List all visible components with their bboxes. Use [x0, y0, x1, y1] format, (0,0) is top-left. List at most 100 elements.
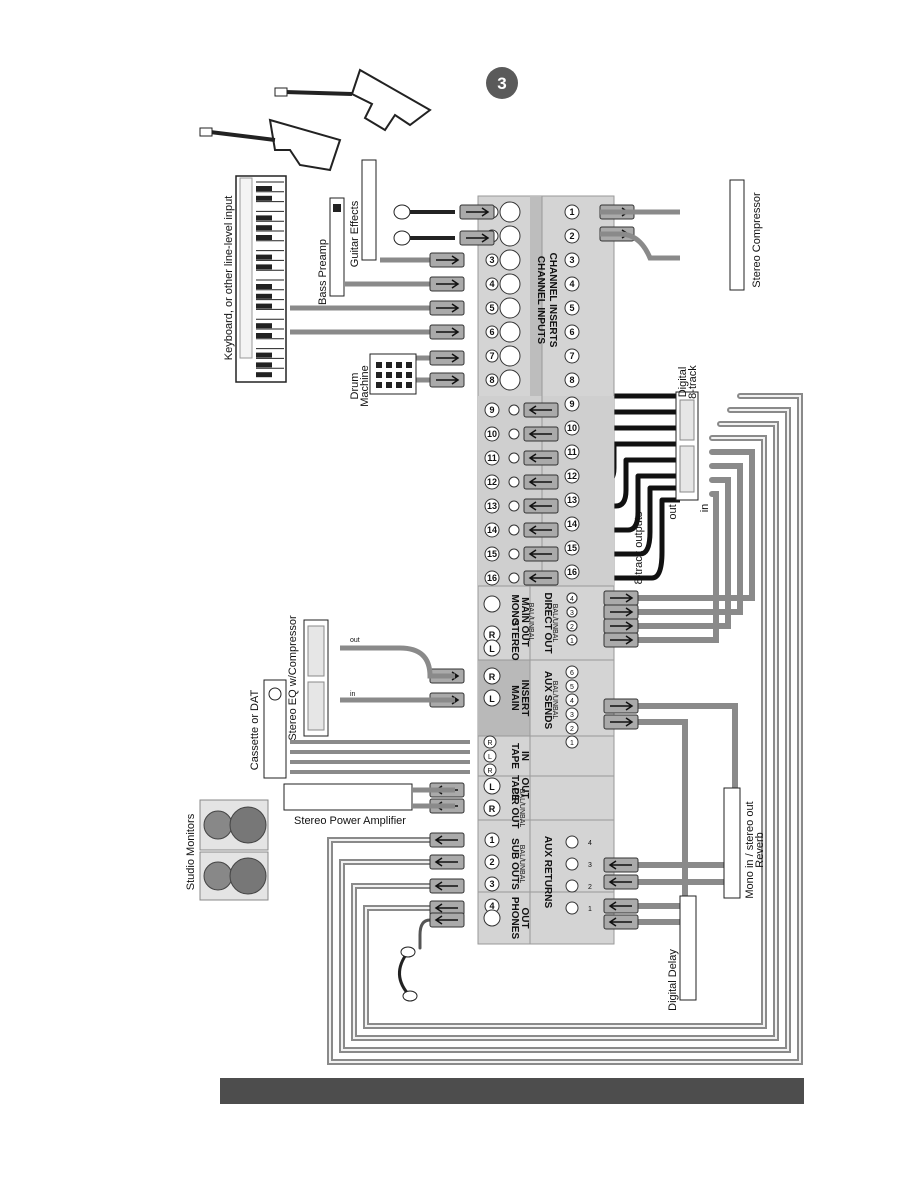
loop-cable-highlight [353, 423, 777, 1039]
sub-outs-sub: BAL/UNBAL [518, 845, 525, 884]
cable-plug [429, 300, 465, 316]
cr-out-section: L R C/R OUT BAL/UNBAL [483, 777, 525, 829]
keyboard-icon [235, 175, 287, 383]
cable-plug [603, 590, 639, 606]
channel-number: 13 [487, 501, 497, 511]
line-jack [485, 301, 499, 315]
cable-plug [523, 546, 559, 562]
line-jack [485, 325, 499, 339]
line-jack [485, 349, 499, 363]
aux-send-number: 4 [570, 698, 574, 705]
loop-cables [327, 393, 803, 1065]
digital-8track-icon [675, 391, 699, 501]
cable-plug [523, 498, 559, 514]
aux-return-jack [565, 835, 579, 849]
main-out-label: MAIN OUT [519, 597, 530, 646]
sub-out-jack [484, 832, 500, 848]
insert-jack [564, 348, 580, 364]
sub-outs-label: SUB OUTS [509, 838, 520, 890]
cable-plug [603, 714, 639, 730]
black-key [256, 362, 272, 368]
line-jack [484, 402, 500, 418]
channel-number: 8 [489, 375, 494, 385]
microphone-icon [393, 204, 455, 220]
jack-small [508, 500, 520, 512]
main-insert-label-1: MAIN [509, 685, 520, 711]
insert-number: 10 [567, 423, 577, 433]
cable-plug [603, 857, 639, 873]
insert-jack [564, 228, 580, 244]
insert-jack [564, 372, 580, 388]
loop-cable-highlight [329, 395, 801, 1063]
cr-out-jack-r [483, 799, 501, 817]
sub-out-number: 3 [489, 879, 494, 889]
stereo-compressor-label: Stereo Compressor [751, 192, 763, 288]
keyboard-keys [256, 181, 284, 378]
track-cable [548, 473, 680, 533]
main-insert-l: L [489, 694, 495, 704]
tape-out-label-1: TAPE [509, 775, 520, 801]
cable-plug [429, 878, 465, 894]
track-cable [548, 497, 680, 581]
keyboard-label: Keyboard, or other line-level input [223, 196, 235, 360]
direct-out-number: 2 [570, 624, 574, 631]
bass-preamp-icon [329, 197, 345, 297]
xlr-jack [499, 249, 521, 271]
sub-out-jack [484, 876, 500, 892]
black-key [256, 303, 272, 309]
xlr-jack [499, 225, 521, 247]
main-insert-label-2: INSERT [519, 680, 530, 717]
tape-out-r: R [487, 768, 492, 775]
tape-out-label-2: OUT [519, 777, 530, 798]
cable-plug [603, 604, 639, 620]
xlr-jack [499, 321, 521, 343]
headphones-icon [398, 946, 418, 1002]
main-out-r: R [489, 630, 496, 640]
line-jack [485, 277, 499, 291]
sub-out-number: 2 [489, 857, 494, 867]
jack-small [508, 476, 520, 488]
stereo-label: STEREO [509, 619, 520, 660]
direct-out-jack [566, 620, 578, 632]
insert-number: 1 [569, 207, 574, 217]
line-jack [484, 522, 500, 538]
phones-jack [483, 909, 501, 927]
cable-plug [459, 230, 495, 246]
digital-delay-label: Digital Delay [667, 949, 679, 1011]
loop-cable-highlight [341, 409, 789, 1051]
insert-jack [564, 252, 580, 268]
black-key [256, 186, 272, 191]
reverb-icon [723, 787, 741, 899]
tape-in-section: R L TAPE IN [483, 735, 530, 769]
cassette-icon [263, 679, 470, 779]
main-insert-r: R [489, 672, 496, 682]
insert-jack [564, 492, 580, 508]
loop-cable-highlight [365, 437, 765, 1027]
main-insert-section: R L MAIN INSERT [483, 667, 530, 717]
jack-small [508, 404, 520, 416]
stereo-compressor-icon [600, 179, 745, 291]
sub-out-jack [484, 854, 500, 870]
track-out-label: out [667, 504, 679, 519]
insert-jack [564, 420, 580, 436]
cable-plug [523, 474, 559, 490]
insert-number: 4 [569, 279, 574, 289]
channel-inserts-label: CHANNEL INSERTS [547, 253, 558, 348]
badge-circle [486, 67, 518, 99]
black-key [256, 225, 272, 231]
cable-plug [603, 874, 639, 890]
guitar-icon [199, 118, 342, 172]
aux-return-number: 1 [588, 906, 592, 913]
digital-8track-label-2: 8-track [687, 365, 699, 399]
insert-jack [564, 516, 580, 532]
black-key [256, 352, 272, 358]
black-key [256, 254, 272, 260]
insert-jack [564, 468, 580, 484]
main-out-jack [483, 595, 501, 613]
insert-jack [564, 444, 580, 460]
cr-out-l: L [489, 782, 495, 792]
input-cables [290, 160, 430, 383]
insert-jack [564, 540, 580, 556]
